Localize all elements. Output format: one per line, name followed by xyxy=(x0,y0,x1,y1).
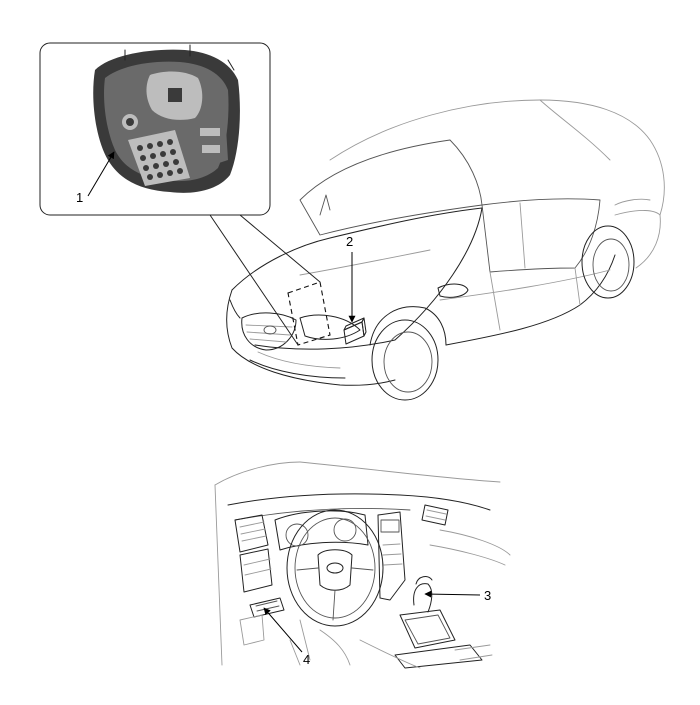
valve-body xyxy=(128,130,190,186)
callout-3: 3 xyxy=(424,588,491,603)
transaxle-inset xyxy=(39,42,321,346)
svg-text:4: 4 xyxy=(303,652,310,667)
svg-text:1: 1 xyxy=(76,190,83,205)
callout-4: 4 xyxy=(263,607,310,667)
callout-2: 2 xyxy=(346,234,356,323)
svg-text:3: 3 xyxy=(484,588,491,603)
svg-text:2: 2 xyxy=(346,234,353,249)
callout-1: 1 xyxy=(76,151,115,205)
transaxle-assembly xyxy=(93,44,240,193)
interior-illustration xyxy=(214,461,511,669)
tcm-module xyxy=(343,317,367,345)
shift-lever xyxy=(394,576,483,669)
transaxle-location-box xyxy=(287,281,331,346)
lower-panel-switch xyxy=(239,597,285,646)
car-illustration xyxy=(226,99,665,401)
